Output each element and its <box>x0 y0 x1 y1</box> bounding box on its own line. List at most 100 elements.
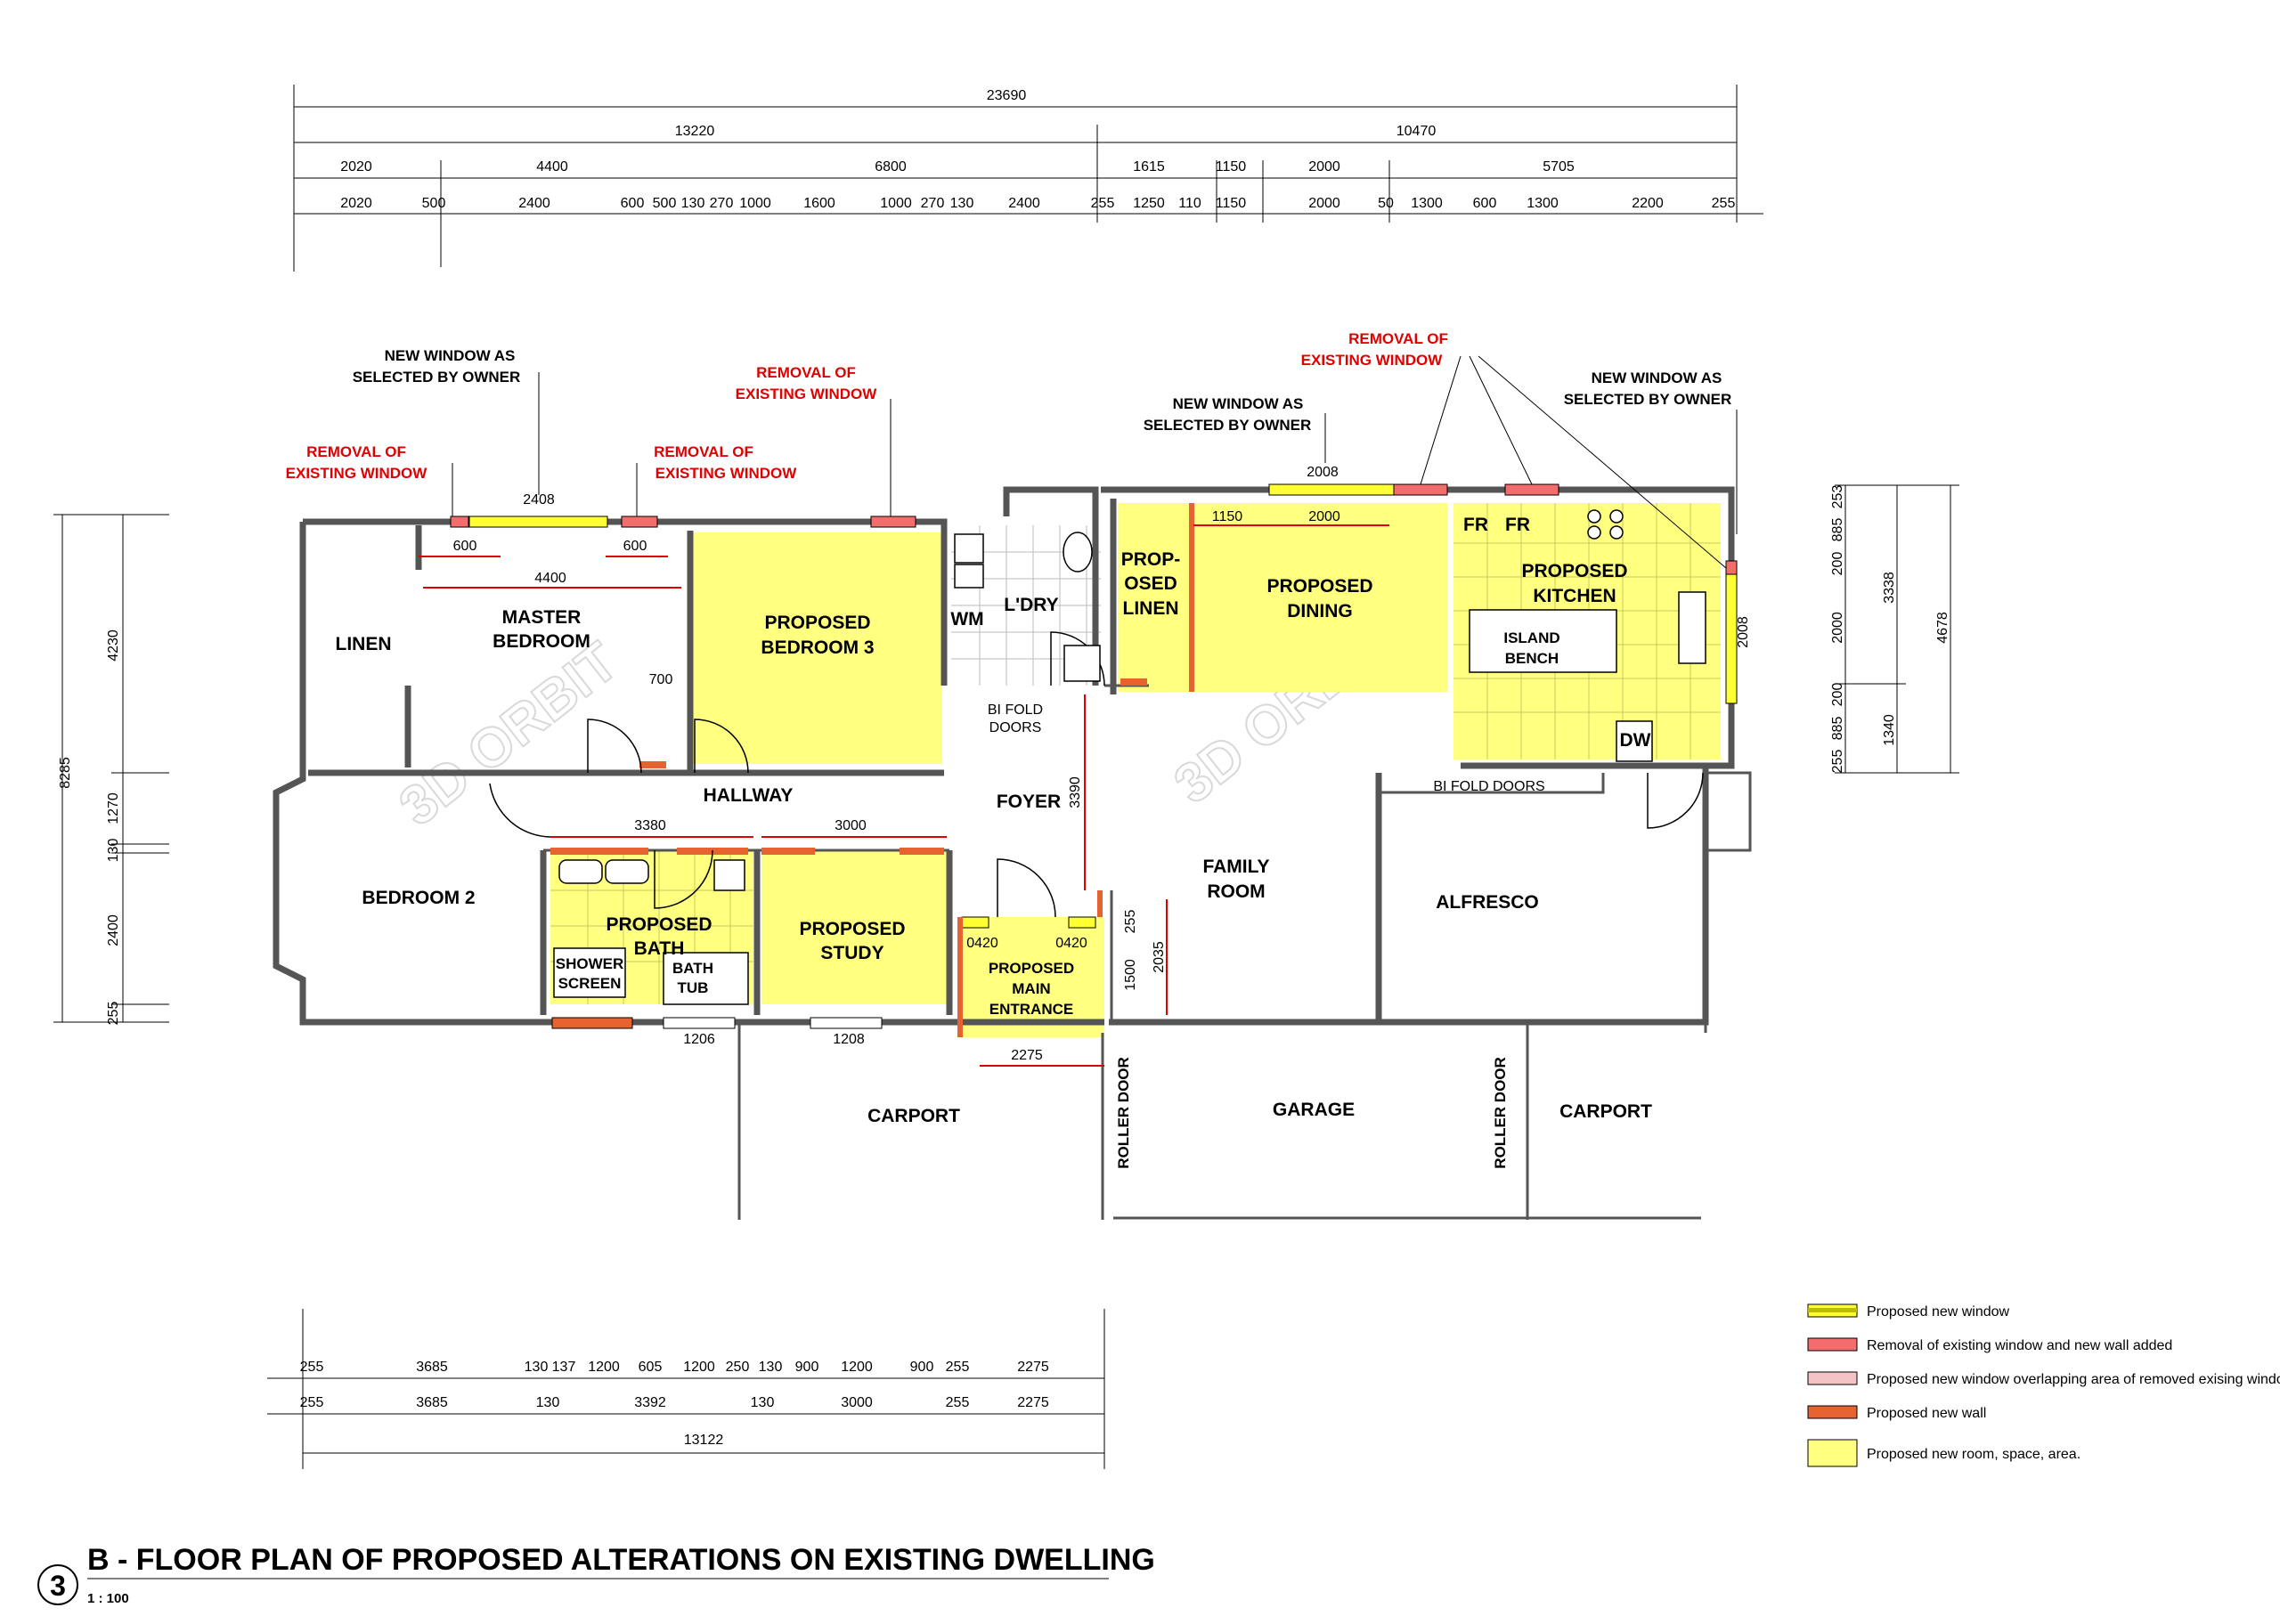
label-roller-door: ROLLER DOOR <box>1492 1057 1509 1169</box>
dim-inner: 2408 <box>523 492 555 508</box>
new-window <box>1068 916 1096 929</box>
fixtures <box>553 509 1706 1005</box>
door-swing <box>694 719 749 774</box>
proposed-dining-area <box>1193 503 1447 692</box>
dim-inner: 1500 <box>1123 959 1138 991</box>
room-label-bath: BATH <box>634 938 685 959</box>
note-removal-window: EXISTING WINDOW <box>656 465 798 482</box>
room-label-bedroom-2: BEDROOM 2 <box>362 888 475 908</box>
svg-text:885: 885 <box>1830 518 1845 542</box>
svg-text:1615: 1615 <box>1133 159 1165 175</box>
dim-inner: 2008 <box>1307 465 1339 480</box>
dim-left: 4230 <box>106 629 121 662</box>
label-shower-screen: SHOWER <box>556 955 624 972</box>
svg-text:130: 130 <box>751 1395 775 1410</box>
drawing-title: B - FLOOR PLAN OF PROPOSED ALTERATIONS O… <box>87 1543 1155 1577</box>
svg-text:130: 130 <box>759 1360 783 1375</box>
room-label-study: STUDY <box>820 943 884 963</box>
new-wall <box>1097 890 1103 917</box>
door-swing <box>997 858 1056 918</box>
label-wm: WM <box>950 609 983 629</box>
room-label-kitchen: KITCHEN <box>1533 586 1616 606</box>
dim-inner: 255 <box>1123 910 1138 934</box>
vanity-basin <box>558 859 603 884</box>
room-label-main-entrance: PROPOSED <box>989 960 1074 977</box>
room-label-family-room: FAMILY <box>1202 857 1269 877</box>
dim-top-row2: 13220 <box>675 124 715 139</box>
svg-text:130: 130 <box>950 196 974 211</box>
svg-text:255: 255 <box>946 1395 970 1410</box>
proposed-study-area <box>761 850 947 1004</box>
note-removal-window: REMOVAL OF <box>1348 330 1448 347</box>
shower <box>1063 645 1101 682</box>
svg-text:255: 255 <box>300 1395 324 1410</box>
svg-text:110: 110 <box>1178 196 1201 211</box>
new-wall <box>761 848 815 855</box>
svg-text:255: 255 <box>1091 196 1115 211</box>
legend: Proposed new window Removal of existing … <box>1807 1303 2280 1467</box>
dim-right-mid: 1340 <box>1882 714 1897 746</box>
note-removal-window: EXISTING WINDOW <box>1301 352 1444 369</box>
label-island-bench: BENCH <box>1505 650 1559 667</box>
note-new-window: SELECTED BY OWNER <box>353 369 521 386</box>
dim-inner: 1208 <box>833 1032 865 1047</box>
label-roller-door: ROLLER DOOR <box>1115 1057 1132 1169</box>
svg-text:50: 50 <box>1378 196 1394 211</box>
drawing-scale: 1 : 100 <box>87 1591 129 1606</box>
door-swing <box>489 783 553 838</box>
svg-text:1600: 1600 <box>803 196 835 211</box>
svg-text:253: 253 <box>1830 485 1845 509</box>
svg-text:2275: 2275 <box>1017 1360 1049 1375</box>
note-new-window: NEW WINDOW AS <box>1592 369 1722 386</box>
svg-text:2000: 2000 <box>1308 196 1340 211</box>
laundry-tub <box>954 564 984 589</box>
svg-text:255: 255 <box>1830 750 1845 774</box>
dim-inner: 2275 <box>1011 1048 1043 1063</box>
svg-text:Removal of existing window and: Removal of existing window and new wall … <box>1867 1338 2172 1353</box>
removed-window <box>450 516 469 528</box>
svg-text:900: 900 <box>910 1360 934 1375</box>
top-dimension-lines <box>293 85 1763 272</box>
svg-text:5705: 5705 <box>1543 159 1575 175</box>
new-wall <box>551 1017 633 1029</box>
svg-text:1150: 1150 <box>1216 196 1247 211</box>
room-label-hallway: HALLWAY <box>704 785 794 806</box>
removed-window <box>1725 560 1738 575</box>
svg-text:2020: 2020 <box>340 196 372 211</box>
dim-top-row4: 2020 500 2400 600 500 130 270 1000 1600 … <box>340 196 1735 211</box>
room-label-bedroom-3: BEDROOM 3 <box>761 637 874 658</box>
room-label-laundry: L'DRY <box>1004 595 1058 615</box>
svg-text:1150: 1150 <box>1216 159 1247 175</box>
east-step <box>1706 771 1752 852</box>
svg-text:600: 600 <box>1473 196 1497 211</box>
bottom-dimension-lines <box>267 1309 1105 1469</box>
legend-item-overlap: Proposed new window overlapping area of … <box>1807 1371 2280 1387</box>
proposed-main-entrance-area <box>957 917 1104 1037</box>
drawing-number: 3 <box>50 1570 66 1602</box>
legend-item-new-wall: Proposed new wall <box>1807 1405 1986 1421</box>
shower-screen <box>553 947 626 998</box>
label-fridge: FR <box>1505 515 1530 535</box>
svg-text:137: 137 <box>552 1360 576 1375</box>
room-label-linen: LINEN <box>336 634 392 654</box>
dim-right-outer: 4678 <box>1935 612 1950 644</box>
svg-text:130: 130 <box>681 196 705 211</box>
label-bi-fold-doors: DOORS <box>989 720 1042 735</box>
vanity-basin <box>605 859 649 884</box>
svg-text:900: 900 <box>795 1360 819 1375</box>
svg-text:4400: 4400 <box>536 159 568 175</box>
dim-inner: 600 <box>623 539 647 554</box>
laundry-tub <box>954 533 984 564</box>
new-wall <box>1120 678 1147 686</box>
right-dimension-lines <box>1835 484 1959 774</box>
new-window <box>1268 483 1395 496</box>
svg-text:130: 130 <box>525 1360 549 1375</box>
legend-item-new-window: Proposed new window <box>1807 1303 2010 1320</box>
svg-text:3392: 3392 <box>634 1395 666 1410</box>
legend-item-new-room: Proposed new room, space, area. <box>1807 1439 2080 1467</box>
svg-text:2200: 2200 <box>1632 196 1664 211</box>
dim-left-overall: 8285 <box>58 757 73 789</box>
note-new-window: SELECTED BY OWNER <box>1144 417 1312 434</box>
proposed-linen-area <box>1118 503 1189 692</box>
